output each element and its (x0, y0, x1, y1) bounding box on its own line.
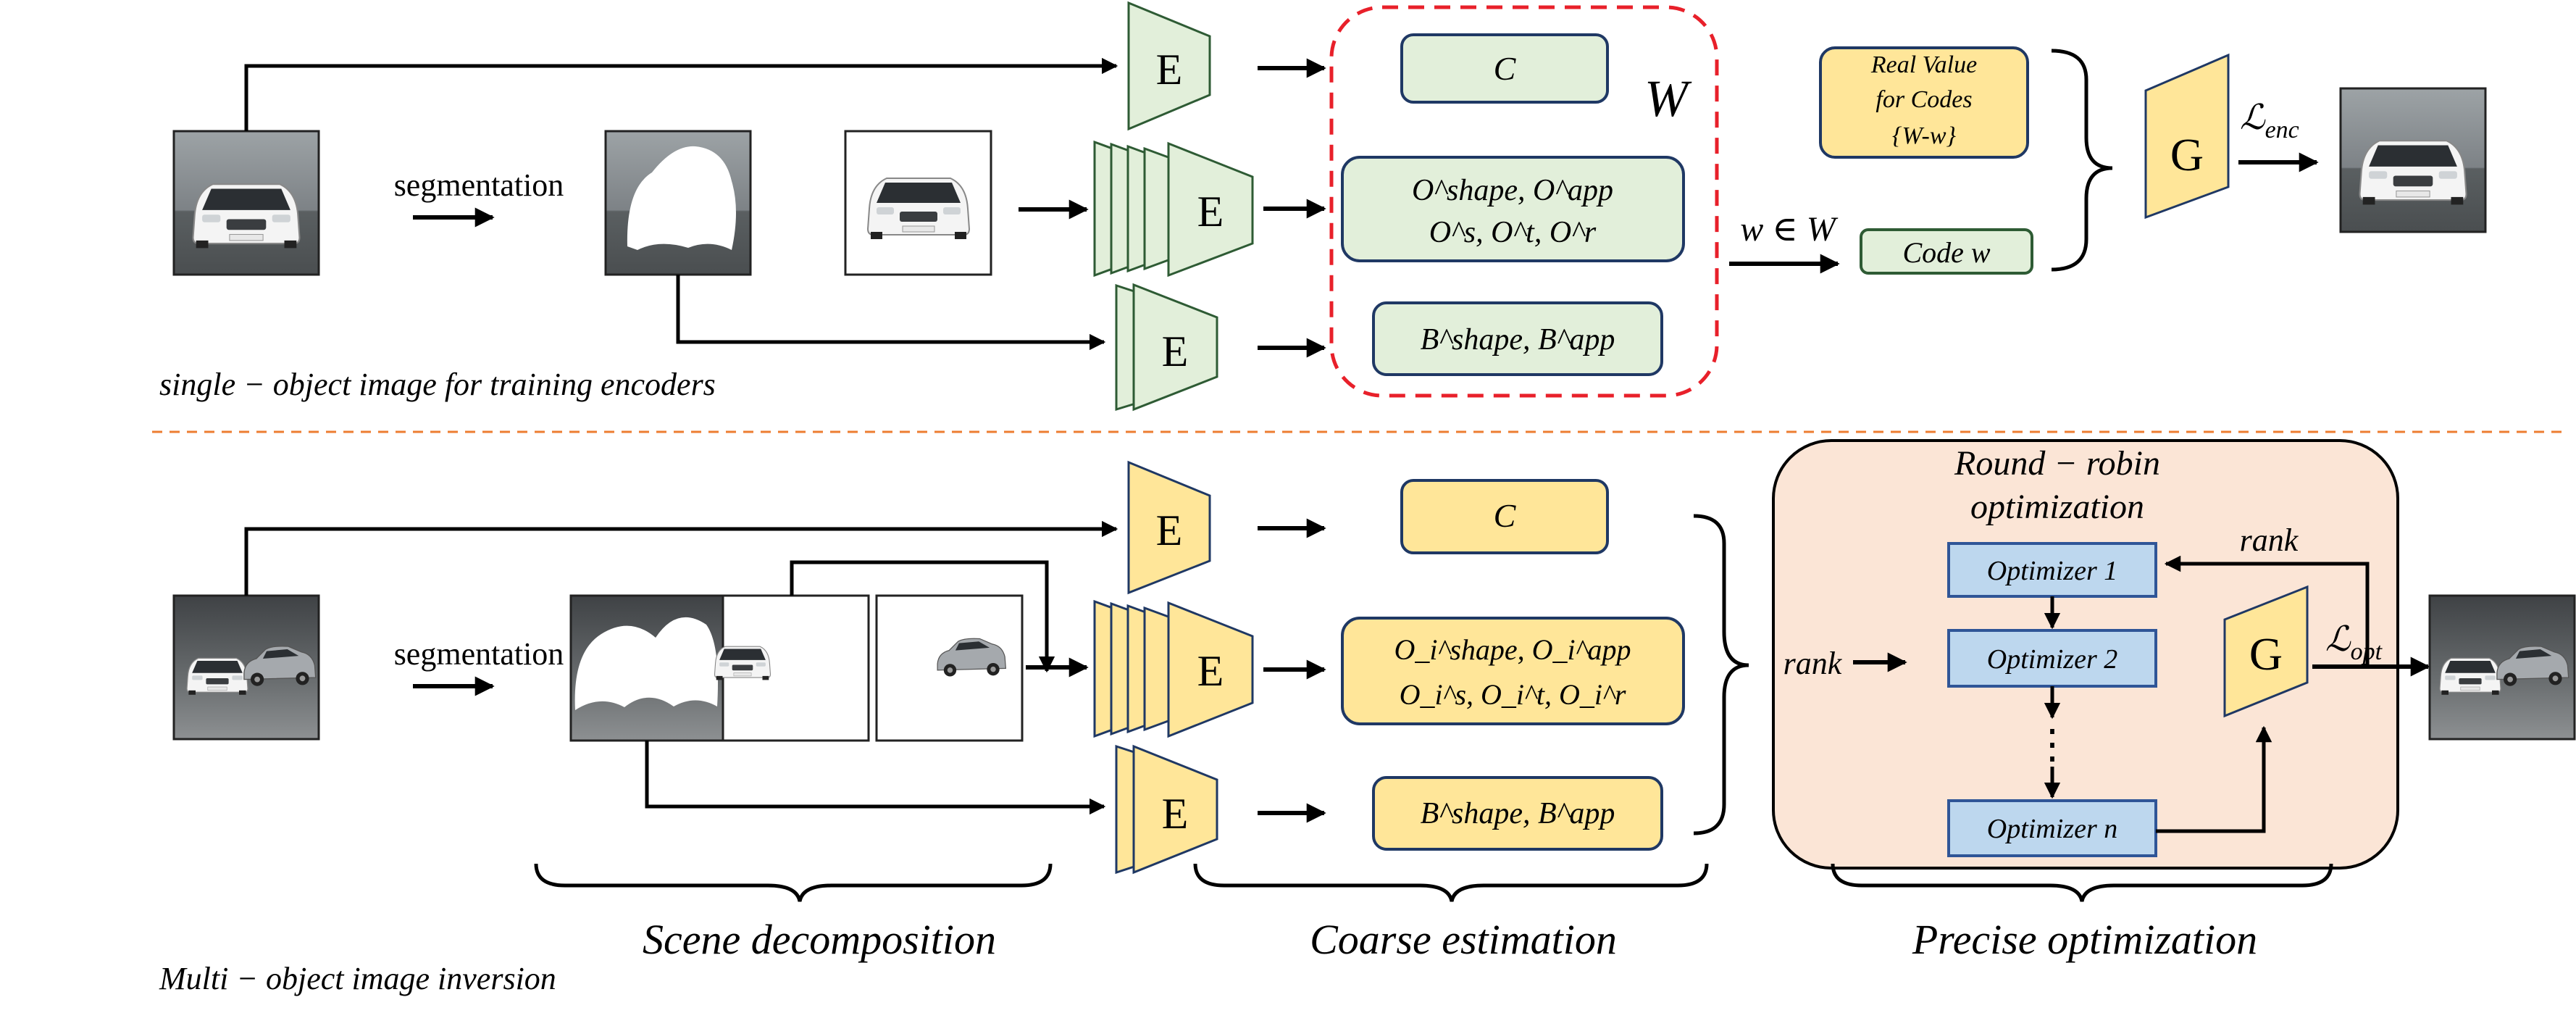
svg-text:{W-w}: {W-w} (1892, 122, 1957, 149)
real-value-codes-box: Real Value for Codes {W-w} (1819, 46, 2029, 159)
bottom-mask-image (569, 594, 724, 742)
top-mask-image (604, 130, 752, 276)
loss-enc-label: ℒenc (2240, 99, 2299, 143)
w-set-label: W (1644, 70, 1692, 128)
svg-text:C: C (1494, 497, 1517, 534)
code-box-bg-bottom: B^shape, B^app (1372, 776, 1663, 851)
coarse-estimation-label: Coarse estimation (1310, 916, 1617, 963)
svg-text:E: E (1197, 188, 1224, 235)
code-w-box: Code w (1860, 228, 2033, 275)
top-output-image (2339, 87, 2487, 233)
code-box-c-bottom: C (1400, 479, 1609, 554)
svg-text:E: E (1197, 647, 1224, 695)
svg-text:E: E (1162, 328, 1189, 375)
rank-input-label: rank (1783, 646, 1843, 681)
optimizer-ellipsis: ⋮ (2032, 722, 2073, 767)
encoder-stack-top-bg: E (1115, 283, 1218, 412)
svg-text:Code w: Code w (1902, 236, 1990, 269)
scene-decomposition-label: Scene decomposition (643, 916, 996, 963)
precise-optimization-label: Precise optimization (1912, 916, 2257, 963)
encoder-stack-top-object: E (1093, 140, 1254, 278)
svg-text:C: C (1494, 50, 1517, 87)
generator-top: G (2144, 53, 2230, 220)
svg-text:ℒenc: ℒenc (2240, 99, 2299, 143)
svg-text:Real Value: Real Value (1870, 51, 1977, 78)
segmentation-label-top: segmentation (394, 167, 564, 203)
svg-text:O^s, O^t, O^r: O^s, O^t, O^r (1429, 216, 1597, 249)
code-box-bg-top: B^shape, B^app (1372, 301, 1663, 376)
w-code-set-outline (1329, 5, 1719, 398)
optimizer-2-box: Optimizer 2 (1947, 629, 2157, 688)
brace-top-right (2051, 49, 2113, 272)
optimizer-n-box: Optimizer n (1947, 799, 2157, 857)
brace-scene-decomposition (534, 863, 1053, 902)
svg-text:E: E (1162, 790, 1189, 838)
svg-text:E: E (1156, 46, 1183, 93)
encoder-stack-bottom-object: E (1093, 599, 1254, 738)
encoder-stack-bottom-bg: E (1115, 744, 1218, 875)
segmentation-label-bottom: segmentation (394, 636, 564, 672)
brace-precise-optimization (1831, 863, 2333, 902)
w-in-w-label: w ∈ W (1740, 210, 1839, 249)
code-box-c-top: C (1400, 33, 1609, 104)
svg-text:Optimizer n: Optimizer n (1987, 814, 2118, 844)
code-box-object-bottom: O_i^shape, O_i^app O_i^s, O_i^t, O_i^r (1341, 617, 1685, 725)
bottom-object-crop-1 (714, 594, 870, 742)
svg-text:for Codes: for Codes (1875, 86, 1972, 113)
top-cropped-object-image (844, 130, 992, 276)
svg-text:B^shape, B^app: B^shape, B^app (1421, 797, 1615, 830)
single-object-caption: single − object image for training encod… (159, 367, 716, 402)
bottom-input-image (172, 594, 320, 741)
bottom-object-crop-2 (875, 594, 1024, 742)
brace-coarse-right (1693, 514, 1749, 835)
svg-text:G: G (2170, 129, 2204, 180)
optimizer-1-box: Optimizer 1 (1947, 542, 2157, 598)
bottom-output-image (2428, 594, 2576, 741)
svg-text:O_i^shape, O_i^app: O_i^shape, O_i^app (1394, 633, 1631, 666)
code-box-object-top: O^shape, O^app O^s, O^t, O^r (1341, 156, 1685, 262)
round-robin-title-1: Round − robin (1954, 444, 2160, 483)
top-input-image (172, 130, 320, 276)
svg-text:E: E (1156, 506, 1183, 554)
round-robin-title-2: optimization (1970, 488, 2144, 526)
svg-text:O_i^s, O_i^t, O_i^r: O_i^s, O_i^t, O_i^r (1400, 678, 1626, 711)
encoder-bottom-c: E (1127, 460, 1211, 595)
svg-text:G: G (2249, 628, 2283, 680)
encoder-top-c: E (1127, 1, 1211, 131)
segmentation-step-top: segmentation (394, 167, 564, 228)
segmentation-step-bottom: segmentation (394, 636, 564, 696)
multi-object-caption: Multi − object image inversion (159, 961, 556, 996)
svg-text:Optimizer 1: Optimizer 1 (1987, 556, 2118, 586)
svg-text:O^shape, O^app: O^shape, O^app (1412, 174, 1613, 207)
brace-coarse-estimation (1193, 863, 1709, 902)
rank-feedback-label: rank (2240, 522, 2299, 558)
generator-bottom: G (2223, 585, 2309, 718)
svg-text:B^shape, B^app: B^shape, B^app (1421, 323, 1615, 357)
svg-text:Optimizer 2: Optimizer 2 (1987, 644, 2118, 675)
